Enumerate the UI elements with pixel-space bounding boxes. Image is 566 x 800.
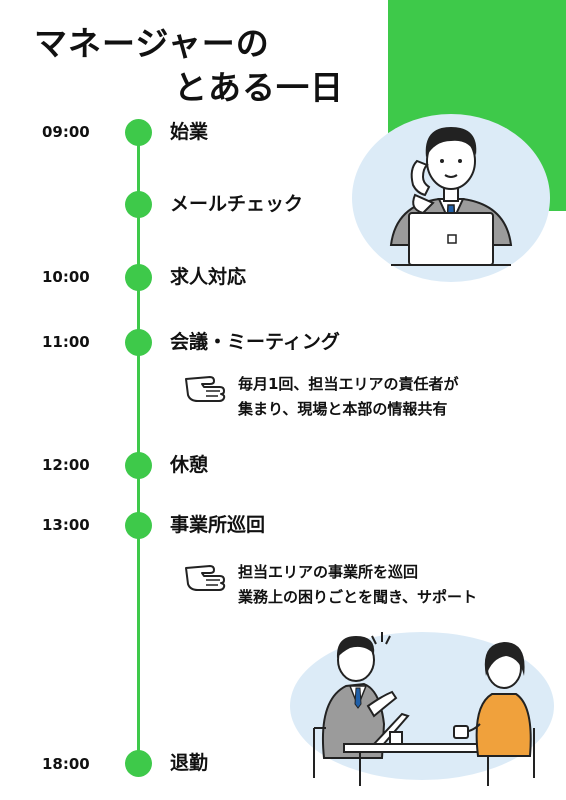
time-label: 11:00 bbox=[42, 333, 90, 351]
timeline-dot bbox=[125, 750, 152, 777]
event-label: 事業所巡回 bbox=[170, 514, 266, 536]
note-line: 業務上の困りごとを聞き、サポート bbox=[238, 588, 477, 606]
timeline-dot bbox=[125, 512, 152, 539]
timeline-dot bbox=[125, 119, 152, 146]
title-line-1: マネージャーの bbox=[34, 24, 270, 63]
event-label: 始業 bbox=[170, 121, 209, 143]
note-line: 担当エリアの事業所を巡回 bbox=[238, 563, 419, 581]
time-label: 18:00 bbox=[42, 755, 90, 773]
pointing-hand-icon bbox=[185, 376, 226, 402]
timeline-dot bbox=[125, 452, 152, 479]
meeting-illustration bbox=[290, 632, 554, 786]
time-label: 10:00 bbox=[42, 268, 90, 286]
page-title: マネージャーの とある一日 bbox=[34, 22, 344, 110]
timeline-line bbox=[137, 132, 140, 762]
event-label: 休憩 bbox=[170, 454, 209, 476]
note-line: 毎月1回、担当エリアの責任者が bbox=[238, 375, 459, 393]
note-line: 集まり、現場と本部の情報共有 bbox=[238, 400, 448, 418]
time-label: 13:00 bbox=[42, 516, 90, 534]
title-line-2: とある一日 bbox=[174, 68, 344, 107]
pointing-hand-icon bbox=[185, 565, 226, 591]
timeline-dot bbox=[125, 191, 152, 218]
timeline-dot bbox=[125, 264, 152, 291]
timeline-dot bbox=[125, 329, 152, 356]
time-label: 12:00 bbox=[42, 456, 90, 474]
event-label: 求人対応 bbox=[170, 266, 247, 288]
businessman-phone-illustration bbox=[352, 114, 550, 282]
event-label: メールチェック bbox=[170, 193, 304, 215]
note-text: 毎月1回、担当エリアの責任者が 集まり、現場と本部の情報共有 bbox=[238, 372, 458, 422]
note-text: 担当エリアの事業所を巡回 業務上の困りごとを聞き、サポート bbox=[238, 560, 477, 610]
event-label: 退勤 bbox=[170, 752, 209, 774]
event-label: 会議・ミーティング bbox=[170, 331, 340, 353]
time-label: 09:00 bbox=[42, 123, 90, 141]
